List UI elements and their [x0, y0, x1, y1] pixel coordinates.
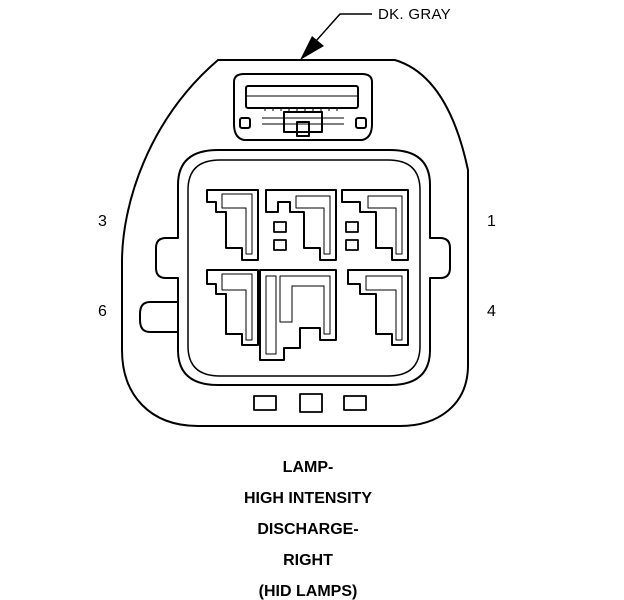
wire-color-label: DK. GRAY — [378, 6, 451, 23]
caption-line: RIGHT — [283, 552, 333, 569]
caption-line: LAMP- — [282, 459, 334, 476]
connector-caption: LAMP- HIGH INTENSITY DISCHARGE- RIGHT (H… — [158, 456, 458, 600]
connector-housing-outline — [121, 59, 469, 427]
housing-bottom-slots — [253, 393, 367, 413]
terminal-cavity-outline — [139, 149, 451, 386]
caption-line: DISCHARGE- — [257, 521, 359, 538]
caption-line: (HID LAMPS) — [258, 583, 358, 600]
caption-line: HIGH INTENSITY — [243, 490, 372, 507]
terminal-cavity-inner-outline — [187, 159, 421, 377]
terminal-cavity-2 — [265, 189, 337, 261]
pin-number-6: 6 — [98, 303, 107, 320]
terminal-test-ports — [273, 221, 359, 251]
pin-number-4: 4 — [487, 303, 496, 320]
terminal-cavity-3 — [206, 189, 259, 261]
pin-number-3: 3 — [98, 213, 107, 230]
pin-number-1: 1 — [487, 213, 496, 230]
locking-latch — [233, 73, 373, 141]
color-leader-line — [300, 13, 372, 60]
terminal-cavity-4 — [347, 269, 409, 346]
terminal-cavity-5 — [259, 269, 337, 361]
terminal-cavity-1 — [341, 189, 409, 261]
terminal-cavity-6 — [206, 269, 259, 346]
